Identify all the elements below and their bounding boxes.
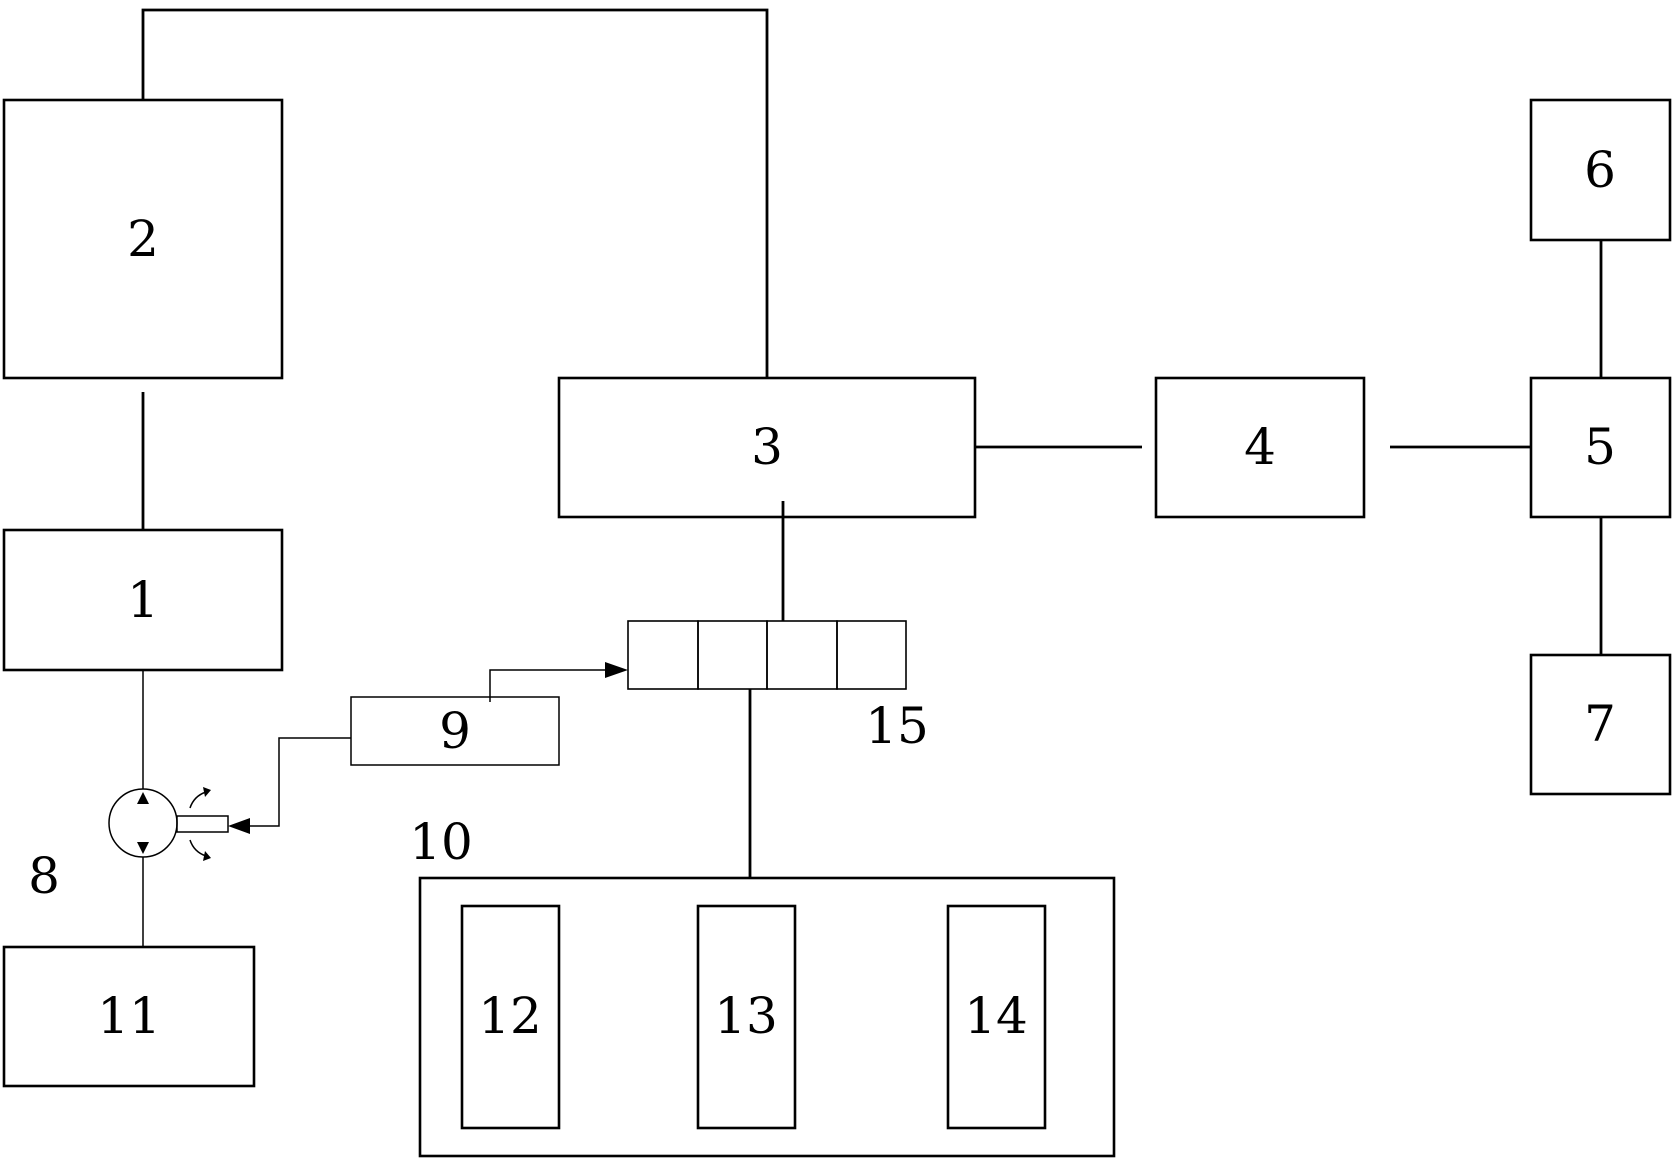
block-13 xyxy=(696,904,797,1130)
component-8 xyxy=(108,787,229,861)
wire-9-to-15 xyxy=(489,669,606,702)
block-15-cell-2 xyxy=(697,620,768,690)
component-8-rotation-tip-top xyxy=(203,787,211,797)
block-12-label: 12 xyxy=(478,987,542,1045)
component-8-shaft xyxy=(176,815,229,833)
block-5-label: 5 xyxy=(1584,418,1616,476)
block-11-label: 11 xyxy=(97,987,161,1045)
block-8-label: 8 xyxy=(28,847,60,905)
component-8-down-arrow xyxy=(137,842,149,854)
block-6 xyxy=(1529,98,1672,242)
block-3-label: 3 xyxy=(751,418,783,476)
component-8-rotation-tip-bottom xyxy=(203,851,211,861)
block-6-label: 6 xyxy=(1584,141,1616,199)
block-1-label: 1 xyxy=(127,571,159,629)
block-14 xyxy=(946,904,1047,1130)
block-13-label: 13 xyxy=(714,987,778,1045)
block-12 xyxy=(460,904,561,1130)
block-15-cell-4 xyxy=(836,620,907,690)
block-15-label: 15 xyxy=(865,697,929,755)
wire-2-to-3 xyxy=(141,8,769,378)
block-9 xyxy=(350,696,560,766)
block-2 xyxy=(2,98,284,380)
block-14-label: 14 xyxy=(964,987,1028,1045)
block-11 xyxy=(2,945,256,1088)
block-10-label: 10 xyxy=(409,813,473,871)
block-7 xyxy=(1529,653,1672,796)
wire-9-to-8 xyxy=(248,737,351,827)
block-9-label: 9 xyxy=(439,702,471,760)
block-2-label: 2 xyxy=(127,210,159,268)
block-4 xyxy=(1154,376,1366,519)
block-1 xyxy=(2,528,284,672)
block-5 xyxy=(1529,376,1672,519)
block-4-label: 4 xyxy=(1244,418,1276,476)
block-10 xyxy=(418,876,1116,1158)
component-8-rotation-arc-bottom xyxy=(189,839,207,857)
component-8-rotation-arc-top xyxy=(189,791,207,809)
arrowhead-into-8 xyxy=(228,818,250,834)
arrowhead-into-15 xyxy=(605,662,628,678)
block-15 xyxy=(627,620,907,690)
block-15-cell-3 xyxy=(766,620,838,690)
block-3 xyxy=(557,376,977,519)
connections xyxy=(141,8,1603,947)
block-15-cell-1 xyxy=(627,620,699,690)
block-7-label: 7 xyxy=(1584,695,1616,753)
component-8-up-arrow xyxy=(137,792,149,804)
